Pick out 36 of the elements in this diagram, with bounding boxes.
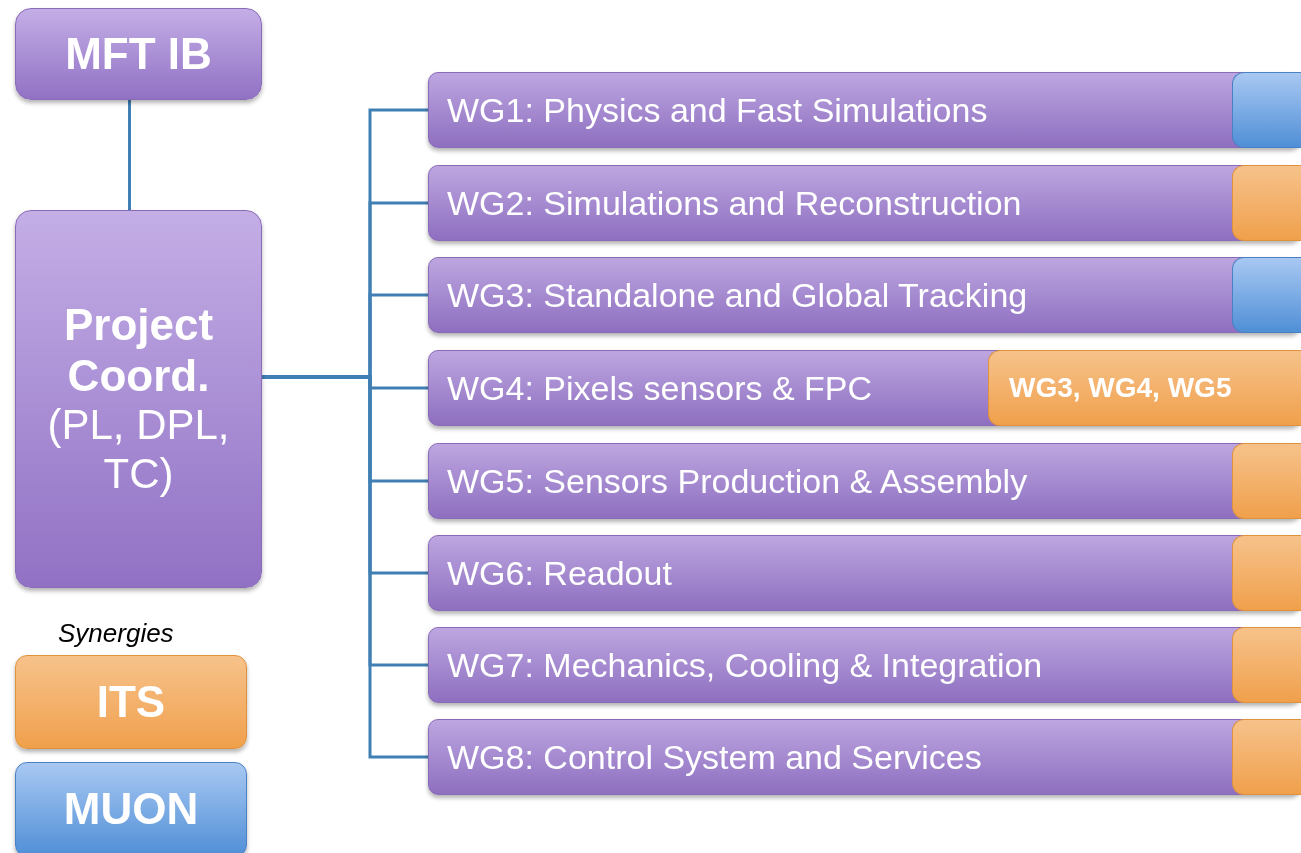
box-label: ITS <box>96 676 166 728</box>
box-label: Project Coord. <box>62 300 215 402</box>
box-label: MFT IB <box>65 28 212 80</box>
process-box <box>15 210 262 588</box>
group-title: WG4: Pixels sensors & FPC <box>446 367 873 409</box>
group-tab <box>1232 719 1301 795</box>
working-group-bar <box>428 719 1301 795</box>
group-tab <box>1232 627 1301 703</box>
group-title: WG3: Standalone and Global Tracking <box>446 274 1028 316</box>
group-title: WG5: Sensors Production & Assembly <box>446 460 1028 502</box>
group-tab <box>1232 535 1301 611</box>
group-tab <box>988 350 1301 426</box>
group-tab <box>1232 257 1301 333</box>
process-box <box>15 8 262 100</box>
box-label: MUON <box>63 784 199 835</box>
working-group-bar <box>428 165 1301 241</box>
working-group-bar <box>428 257 1301 333</box>
box-label: (PL, DPL, TC) <box>46 401 231 498</box>
group-tab <box>1232 443 1301 519</box>
group-title: WG6: Readout <box>446 552 672 594</box>
working-group-bar <box>428 535 1301 611</box>
group-tab <box>1232 165 1301 241</box>
group-caption: Synergies <box>58 617 174 650</box>
group-tab <box>15 655 247 749</box>
group-tab <box>1232 72 1301 148</box>
group-title: WG2: Simulations and Reconstruction <box>446 182 1022 224</box>
group-title: WG1: Physics and Fast Simulations <box>446 89 988 131</box>
group-title: WG7: Mechanics, Cooling & Integration <box>446 644 1043 686</box>
group-title: WG8: Control System and Services <box>446 736 982 778</box>
working-group-bar <box>428 443 1301 519</box>
group-tab <box>15 762 247 853</box>
working-group-bar <box>428 72 1301 148</box>
box-label: WG3, WG4, WG5 <box>1008 371 1232 405</box>
working-group-bar <box>428 627 1301 703</box>
working-group-bar <box>428 350 1301 426</box>
connector-line <box>128 100 131 210</box>
